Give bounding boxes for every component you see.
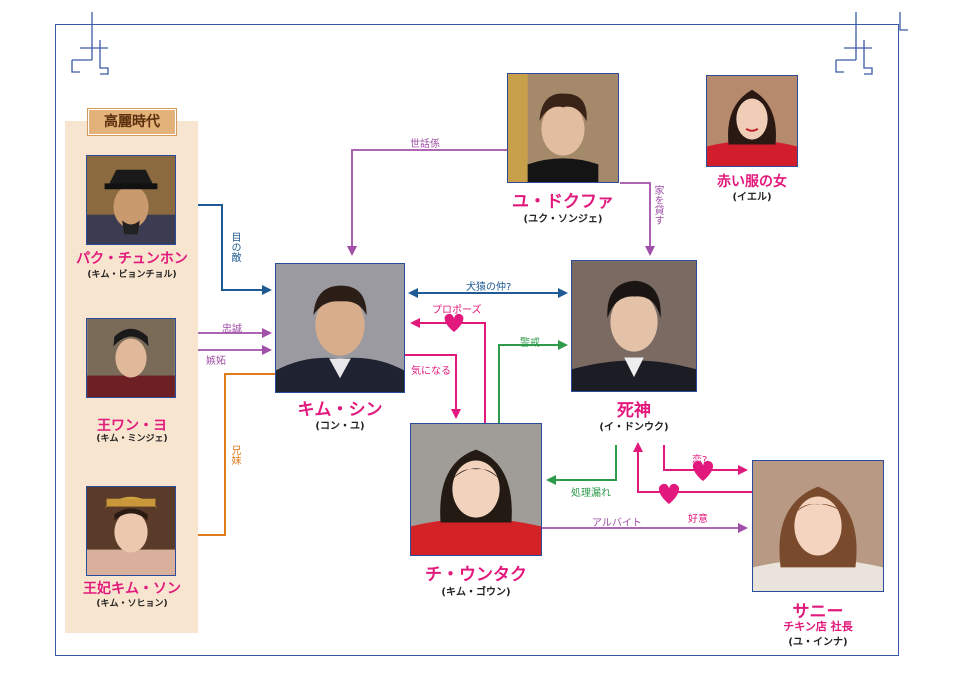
diagram-frame <box>55 24 899 656</box>
label-jealousy: 嫉妬 <box>206 356 226 367</box>
heart-icon-fondness <box>658 483 680 504</box>
label-loyalty: 忠誠 <box>222 324 242 335</box>
name-sunny: サニー <box>792 602 844 622</box>
name-ji-euntak: チ・ウンタク <box>425 565 527 585</box>
goryeo-era-title: 高麗時代 <box>88 109 176 135</box>
name-wang: 王ワン・ヨ <box>97 418 167 434</box>
actor-yoo-deokhwa: (ユク・ソンジェ) <box>523 214 603 225</box>
arrow-wary <box>498 340 568 423</box>
name-yoo-deokhwa: ユ・ドクファ <box>512 192 614 212</box>
heart-icon-proposal <box>444 313 464 332</box>
corner-ornament-right <box>835 12 908 75</box>
line-siblings <box>198 373 276 536</box>
actor-grim-reaper: (イ・ドンウク) <box>599 422 669 433</box>
arrow-missed <box>546 445 617 485</box>
actor-park: (キム・ビョンチョル) <box>87 270 177 280</box>
actor-queen: (キム・ソヒョン) <box>96 599 168 609</box>
actor-wang: (キム・ミンジェ) <box>96 434 168 444</box>
heart-icon-love <box>692 460 714 481</box>
arrow-caretaker <box>347 149 507 256</box>
label-enemy: 目の敵 <box>229 232 240 262</box>
label-parttime: アルバイト <box>592 518 642 529</box>
portrait-park-junghun <box>86 155 176 245</box>
label-missed: 処理漏れ <box>571 488 611 499</box>
label-fondness: 好意 <box>688 514 708 525</box>
arrow-love <box>663 445 748 475</box>
arrow-lends-house <box>620 182 655 256</box>
label-wary: 警戒 <box>520 338 540 349</box>
arrow-curious <box>405 354 461 419</box>
arrow-enemy <box>198 204 272 295</box>
name-red-woman: 赤い服の女 <box>717 174 787 190</box>
portrait-sunny <box>752 460 884 592</box>
portrait-ji-euntak <box>410 423 542 556</box>
label-rivals: 犬猿の仲? <box>466 282 512 293</box>
label-siblings: 兄妹 <box>229 445 240 465</box>
label-lends-house: 家を貸す <box>652 185 663 225</box>
name-grim-reaper: 死神 <box>617 401 651 421</box>
actor-kim-shin: (コン・ユ) <box>315 421 365 432</box>
actor-red-woman: (イエル) <box>732 192 772 203</box>
label-proposal: プロポーズ <box>432 305 482 316</box>
label-caretaker: 世話係 <box>410 139 440 150</box>
actor-ji-euntak: (キム・ゴウン) <box>441 587 511 598</box>
portrait-kim-shin <box>275 263 405 393</box>
portrait-wang-yeo <box>86 318 176 398</box>
actor-sunny: (ユ・インナ) <box>788 637 848 648</box>
arrow-proposal <box>410 318 486 423</box>
role-sunny: チキン店 社長 <box>783 620 853 633</box>
label-love: 恋? <box>692 455 708 466</box>
portrait-queen-kim-sun <box>86 486 176 576</box>
name-queen: 王妃キム・ソン <box>83 581 181 597</box>
name-kim-shin: キム・シン <box>297 400 383 420</box>
portrait-yoo-deokhwa <box>507 73 619 183</box>
portrait-red-woman <box>706 75 798 167</box>
corner-ornament-left <box>71 12 109 75</box>
label-curious: 気になる <box>411 366 451 377</box>
portrait-grim-reaper <box>571 260 697 392</box>
name-park: パク・チュンホン <box>76 251 188 267</box>
arrow-fondness <box>633 442 752 493</box>
